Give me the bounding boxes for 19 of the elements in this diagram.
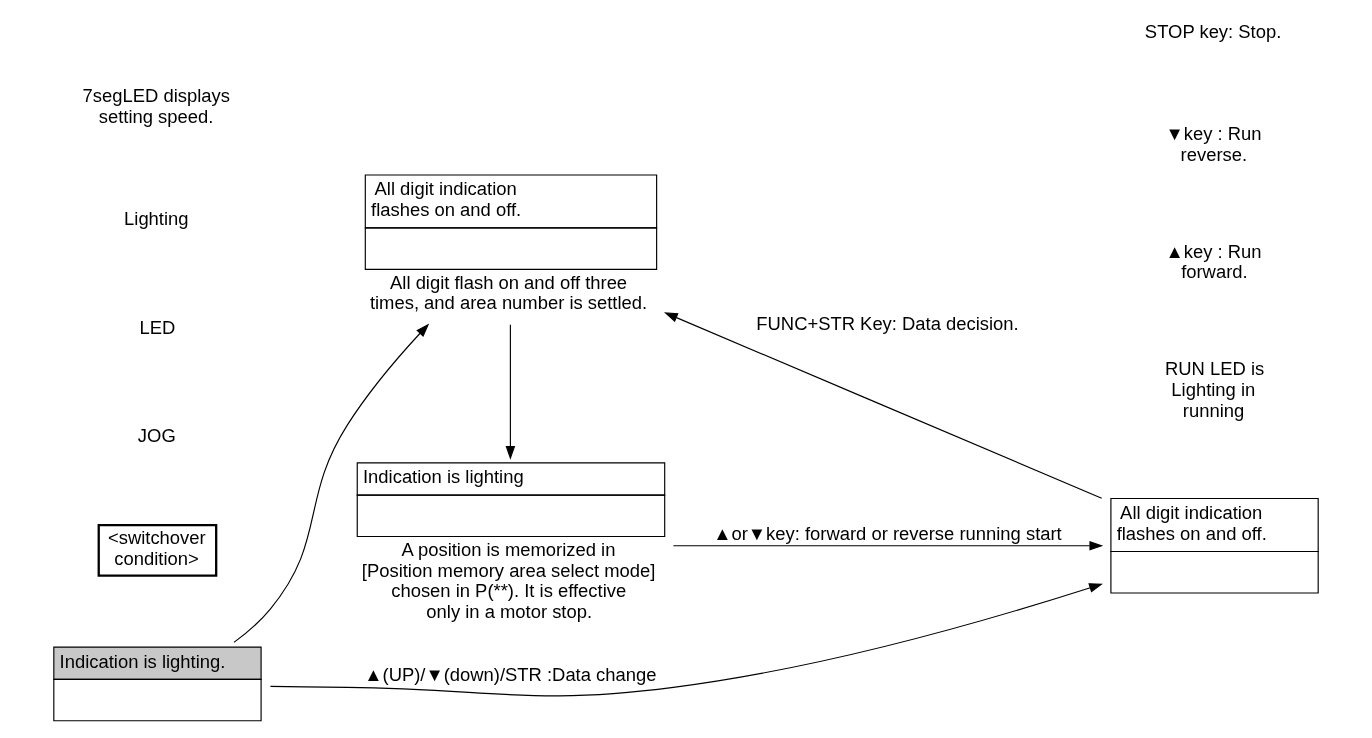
edge-label: ▲or▼key: forward or reverse running start bbox=[713, 522, 1062, 544]
arrow bbox=[672, 540, 1104, 551]
arrow bbox=[663, 312, 1103, 499]
arrow bbox=[269, 583, 1103, 697]
arrow bbox=[505, 324, 516, 460]
label: Lighting bbox=[124, 208, 189, 230]
node-label: All digit flash on and off three times, and area number is settled. bbox=[369, 271, 648, 314]
label: STOP key: Stop. bbox=[1144, 20, 1282, 42]
label: 7segLED displays setting speed. bbox=[82, 85, 230, 127]
label: JOG bbox=[137, 424, 176, 446]
label: LED bbox=[139, 316, 176, 338]
node-label: A position is memorized in [Position memory area select mode] chosen in P(**). It is effective only in a motor stop. bbox=[361, 538, 656, 623]
edge-label: ▲(UP)/▼(down)/STR :Data change bbox=[364, 664, 657, 686]
label: RUN LED is Lighting in running bbox=[1165, 358, 1265, 421]
label: ▼key : Run reverse. bbox=[1165, 123, 1262, 165]
node-box: <switchover condition> bbox=[97, 523, 218, 577]
label: ▲key : Run forward. bbox=[1165, 240, 1262, 283]
arrow bbox=[233, 323, 430, 643]
edge-label: FUNC+STR Key: Data decision. bbox=[756, 313, 1019, 335]
